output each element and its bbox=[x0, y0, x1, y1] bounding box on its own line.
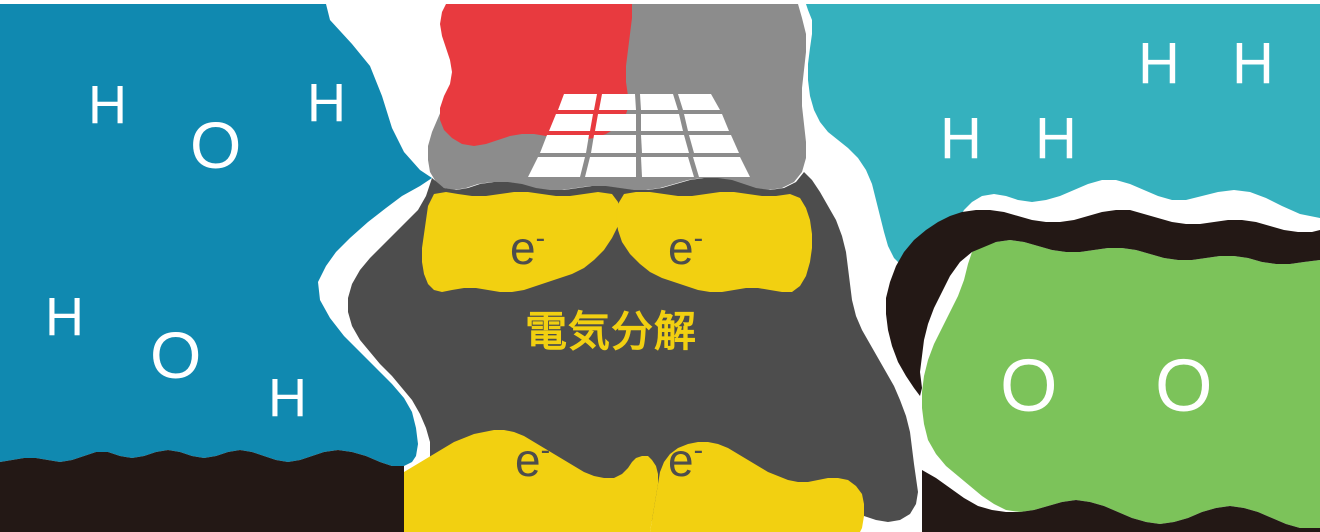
electron-pad-upper-right bbox=[616, 192, 812, 292]
hydrogen-region-shape bbox=[806, 4, 1320, 270]
electron-charge: - bbox=[535, 222, 546, 255]
electron-charge: - bbox=[693, 222, 704, 255]
electron-pad-lower-right bbox=[650, 442, 864, 532]
electron-label: e- bbox=[668, 222, 704, 274]
electron-symbol: e bbox=[668, 222, 694, 274]
electron-symbol: e bbox=[510, 222, 536, 274]
ground-band-bottom bbox=[922, 470, 1320, 532]
electron-charge: - bbox=[540, 434, 551, 467]
electron-pad-lower-left bbox=[404, 430, 658, 532]
solar-panel-icon bbox=[528, 94, 750, 177]
electron-symbol: e bbox=[668, 434, 694, 486]
electron-label: e- bbox=[510, 222, 546, 274]
power-source-shape bbox=[440, 4, 632, 146]
electron-charge: - bbox=[693, 434, 704, 467]
electron-pad-upper-left bbox=[422, 192, 620, 292]
electron-label: e- bbox=[515, 434, 551, 486]
electron-symbol: e bbox=[515, 434, 541, 486]
electron-label: e- bbox=[668, 434, 704, 486]
oxygen-region-shape bbox=[922, 240, 1320, 528]
water-region-shape bbox=[0, 4, 432, 466]
ground-band-left bbox=[0, 450, 404, 532]
process-label: 電気分解 bbox=[525, 308, 698, 355]
ground-band-top bbox=[886, 210, 1320, 396]
